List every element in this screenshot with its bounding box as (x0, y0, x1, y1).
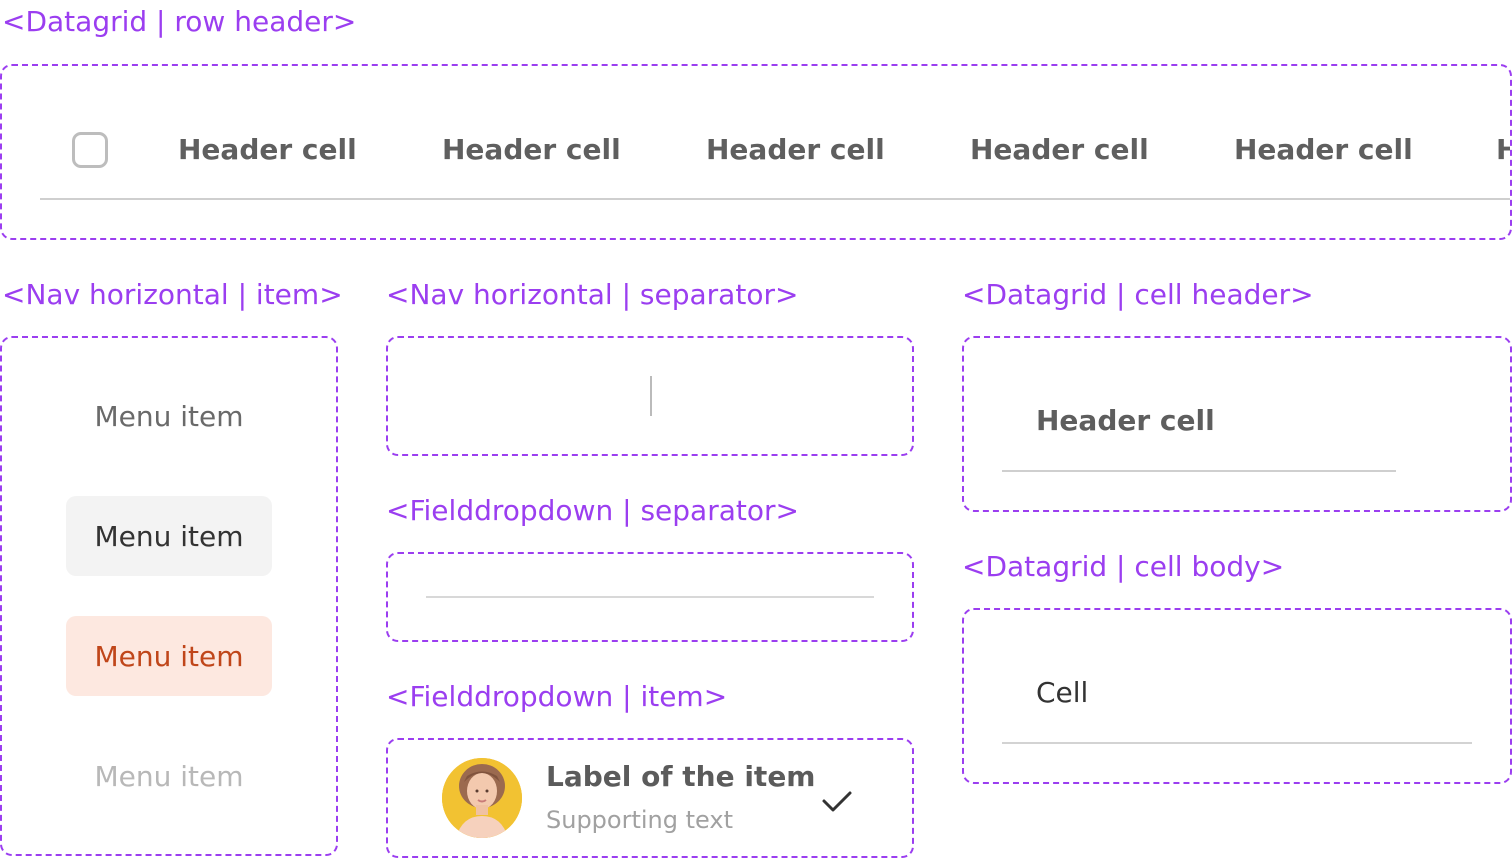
horizontal-separator (426, 596, 874, 598)
dropdown-item-supporting-text: Supporting text (546, 806, 733, 834)
dropdown-item-frame[interactable]: Label of the item Supporting text (386, 738, 914, 858)
menu-item-disabled: Menu item (94, 759, 244, 793)
cell-header-frame: Header cell (962, 336, 1512, 512)
dropdown-separator-section-title: <Fielddropdown | separator> (386, 494, 799, 527)
row-header-divider (40, 198, 1510, 200)
header-cell-2[interactable]: Header cell (442, 133, 621, 166)
header-cell-1[interactable]: Header cell (178, 133, 357, 166)
check-icon (822, 791, 852, 812)
cell-body-section-title: <Datagrid | cell body> (962, 550, 1285, 583)
vertical-separator (650, 376, 652, 416)
menu-item-hover[interactable]: Menu item (66, 496, 272, 576)
nav-item-section-title: <Nav horizontal | item> (2, 278, 343, 311)
header-cell-3[interactable]: Header cell (706, 133, 885, 166)
select-all-checkbox[interactable] (72, 132, 108, 168)
cell-header-divider (1002, 470, 1396, 472)
person-avatar-icon (442, 758, 522, 838)
row-header-frame: Header cell Header cell Header cell Head… (0, 64, 1512, 240)
cell-header-section-title: <Datagrid | cell header> (962, 278, 1314, 311)
row-header-section-title: <Datagrid | row header> (2, 5, 357, 38)
cell-body-divider (1002, 742, 1472, 744)
header-cell-6-partial[interactable]: H (1496, 133, 1510, 167)
header-cell-4[interactable]: Header cell (970, 133, 1149, 166)
cell-body-frame: Cell (962, 608, 1512, 784)
dropdown-item-section-title: <Fielddropdown | item> (386, 680, 728, 713)
menu-item-active[interactable]: Menu item (66, 616, 272, 696)
nav-separator-frame (386, 336, 914, 456)
nav-separator-section-title: <Nav horizontal | separator> (386, 278, 799, 311)
cell-header-label[interactable]: Header cell (1036, 404, 1215, 437)
cell-body-value[interactable]: Cell (1036, 676, 1089, 709)
dropdown-separator-frame (386, 552, 914, 642)
nav-item-frame: Menu item Menu item Menu item Menu item (0, 336, 338, 856)
header-cell-5[interactable]: Header cell (1234, 133, 1413, 166)
dropdown-item-label: Label of the item (546, 760, 816, 793)
menu-item-default[interactable]: Menu item (94, 399, 244, 433)
